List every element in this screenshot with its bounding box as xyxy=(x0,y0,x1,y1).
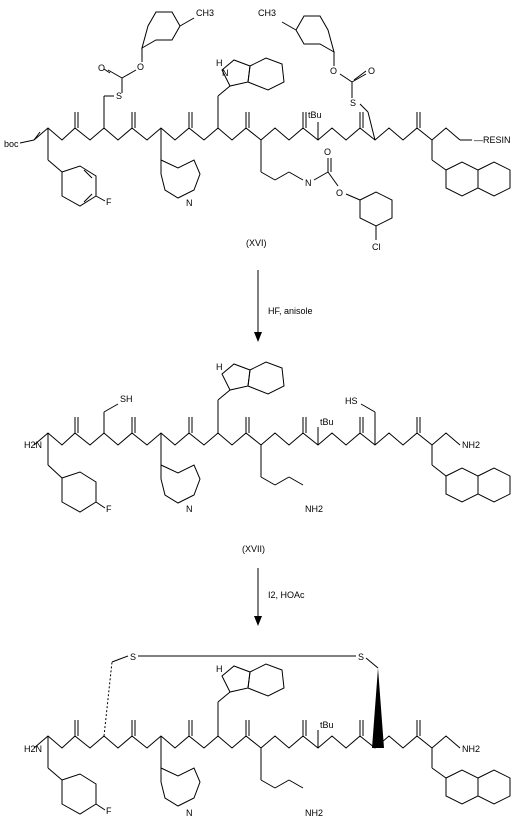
chloro-label-xvi: Cl xyxy=(372,242,381,252)
reaction-arrow-2: I2, HOAc xyxy=(254,568,305,626)
fluoro-label-cyclic: F xyxy=(106,806,112,816)
pyridine-n-cyclic: N xyxy=(186,808,193,818)
amide-nh2-cyclic: NH2 xyxy=(462,744,480,754)
fluorophenyl-ring-cyclic xyxy=(61,773,97,815)
fluoro-label-xvi: F xyxy=(106,197,112,207)
pyridine-ring-xvi xyxy=(160,159,201,199)
pyridine-ring-cyclic xyxy=(160,767,201,807)
pyridine-n-xvii: N xyxy=(186,504,193,514)
compound-cyclic: H2N F S S N H NH2 tBu NH2 xyxy=(24,652,511,818)
indole-n-xvi: N xyxy=(222,68,229,78)
compound-xvii: H2N F SH N H NH2 tBu HS NH2 (XVII) xyxy=(24,361,511,554)
naphthalene-b-cyclic xyxy=(477,769,511,805)
compound-caption-xvii: (XVII) xyxy=(242,544,265,554)
boc-label: boc xyxy=(4,139,19,149)
lys-nh2-xvii: NH2 xyxy=(305,504,323,514)
lys-ester-o-xvi: O xyxy=(336,188,343,198)
tbu-label-cyclic: tBu xyxy=(320,720,334,730)
lys-nh2-cyclic: NH2 xyxy=(305,808,323,818)
naphthalene-b-xvi xyxy=(477,161,511,197)
fluoro-label-xvii: F xyxy=(106,504,112,514)
backbone-cyclic xyxy=(33,720,461,749)
chlorobenzyl-ring-xvi xyxy=(359,191,393,227)
methyl-label-xvi-1: CH3 xyxy=(196,8,214,18)
indole-pyrrole-cyclic xyxy=(221,665,251,693)
amide-nh2-xvii: NH2 xyxy=(462,440,480,450)
carbonyl-o-xvi-2: O xyxy=(368,66,375,76)
naphthalene-a-xvi xyxy=(445,161,479,197)
ester-o-xvi-1: O xyxy=(137,62,144,72)
fluorophenyl-ring-xvii xyxy=(61,471,97,513)
sulfur-label-xvi-2: S xyxy=(350,98,356,108)
backbone-xvi xyxy=(33,112,461,141)
methylbenzyl-ring-xvi-1 xyxy=(141,11,181,50)
sulfur-label-xvi-1: S xyxy=(116,91,122,101)
tbu-label-xvii: tBu xyxy=(320,417,334,427)
h2n-label-cyclic: H2N xyxy=(24,744,42,754)
compound-caption-xvi: (XVI) xyxy=(246,238,267,248)
h2n-label-xvii: H2N xyxy=(24,440,42,450)
naphthalene-a-xvii xyxy=(445,467,479,503)
wedge-bond-cys-2 xyxy=(372,668,384,748)
carbonyl-o-xvi-1: O xyxy=(98,63,105,73)
methyl-label-xvi-2: CH3 xyxy=(258,8,276,18)
reaction-arrow-1: HF, anisole xyxy=(254,270,313,342)
lys-carbonyl-o-xvi: O xyxy=(324,147,331,157)
indole-nh-xvii: H xyxy=(216,362,223,372)
lys-n-xvi: N xyxy=(305,178,312,188)
methylbenzyl-ring-xvi-2 xyxy=(295,15,335,54)
thiol-label-xvii-2: HS xyxy=(345,396,358,406)
hashed-bond-cys-1 xyxy=(103,661,113,737)
indole-pyrrole-xvii xyxy=(221,363,251,391)
reagent-label-1: HF, anisole xyxy=(268,306,313,316)
naphthalene-a-cyclic xyxy=(445,769,479,805)
indole-benzene-xvi xyxy=(247,57,285,91)
thiol-label-xvii-1: SH xyxy=(120,394,133,404)
pyridine-n-xvi: N xyxy=(186,198,193,208)
reagent-label-2: I2, HOAc xyxy=(268,590,305,600)
sulfur-label-cyclic-1: S xyxy=(130,652,136,662)
indole-nh-cyclic: H xyxy=(216,664,223,674)
sulfur-label-cyclic-2: S xyxy=(358,652,364,662)
indole-benzene-xvii xyxy=(247,361,285,395)
indole-pyrrole-xvi xyxy=(221,59,251,87)
ester-o-xvi-2: O xyxy=(330,66,337,76)
fluorophenyl-ring-xvi xyxy=(61,165,97,207)
indole-benzene-cyclic xyxy=(247,663,285,697)
naphthalene-b-xvii xyxy=(477,467,511,503)
resin-label: —RESIN xyxy=(474,135,511,145)
backbone-xvii xyxy=(33,417,461,446)
indole-nh-xvi: H xyxy=(216,58,223,68)
tbu-label-xvi: tBu xyxy=(308,110,322,120)
compound-xvi: boc F S O O CH3 N H N xyxy=(4,8,511,252)
pyridine-ring-xvii xyxy=(160,464,201,504)
